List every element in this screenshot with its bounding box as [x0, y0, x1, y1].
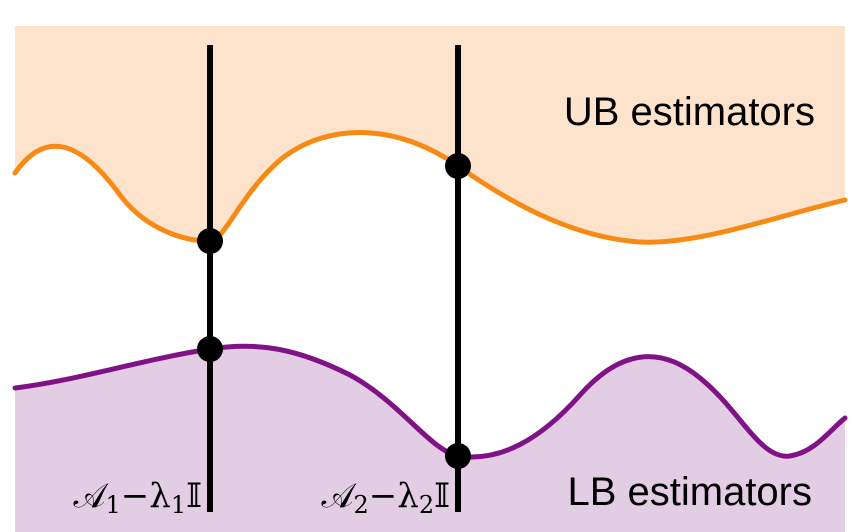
line-2-label: 𝒜2−λ2𝕀 [321, 476, 450, 519]
lb-label: LB estimators [567, 470, 812, 514]
ub-label: UB estimators [564, 90, 815, 134]
line-1-label: 𝒜1−λ1𝕀 [73, 476, 202, 519]
lb-region [15, 346, 845, 532]
ub-region [15, 26, 845, 243]
intersection-point-lb-1 [197, 336, 223, 362]
intersection-point-lb-2 [445, 443, 471, 469]
intersection-point-ub-2 [445, 153, 471, 179]
intersection-point-ub-1 [197, 228, 223, 254]
ub-curve [12, 129, 848, 245]
